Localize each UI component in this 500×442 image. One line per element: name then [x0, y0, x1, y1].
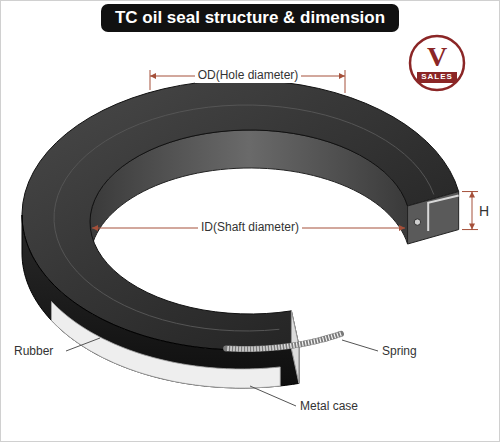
dimension-label: OD(Hole diameter)	[195, 69, 302, 83]
logo-badge: VSALES	[408, 34, 466, 92]
h-arrowhead	[469, 192, 475, 198]
id-arrowhead	[92, 225, 98, 231]
face-groove	[54, 105, 434, 331]
spring-coil	[226, 334, 341, 349]
logo-ring	[410, 36, 464, 90]
seal-face	[22, 80, 459, 350]
part-label: Rubber	[14, 345, 53, 359]
id-arrowhead	[399, 225, 405, 231]
rubber-leader	[66, 338, 100, 351]
od-extension-line	[345, 70, 346, 93]
od-extension-line	[150, 70, 151, 90]
dimension-label: H	[479, 203, 489, 219]
profile-section	[408, 192, 459, 244]
dimension-label: ID(Shaft diameter)	[198, 221, 302, 235]
h-extension-line	[462, 191, 478, 192]
od-arrowhead	[150, 73, 156, 79]
profile-spring	[414, 219, 420, 225]
profile-metal-case	[428, 196, 458, 231]
spring-leader	[342, 340, 378, 351]
rubber-outer-wall	[22, 215, 299, 388]
logo-letter: V	[427, 43, 447, 71]
metal-case-band	[51, 302, 280, 388]
spring-coil-turns	[226, 334, 341, 349]
title-banner: TC oil seal structure & dimension	[101, 4, 399, 32]
part-label: Spring	[382, 345, 417, 359]
h-extension-line	[462, 229, 478, 230]
part-label: Metal case	[300, 400, 358, 414]
h-arrowhead	[469, 224, 475, 230]
logo-word: SALES	[417, 72, 457, 83]
metal-case-leader	[250, 386, 296, 406]
od-arrowhead	[339, 73, 345, 79]
